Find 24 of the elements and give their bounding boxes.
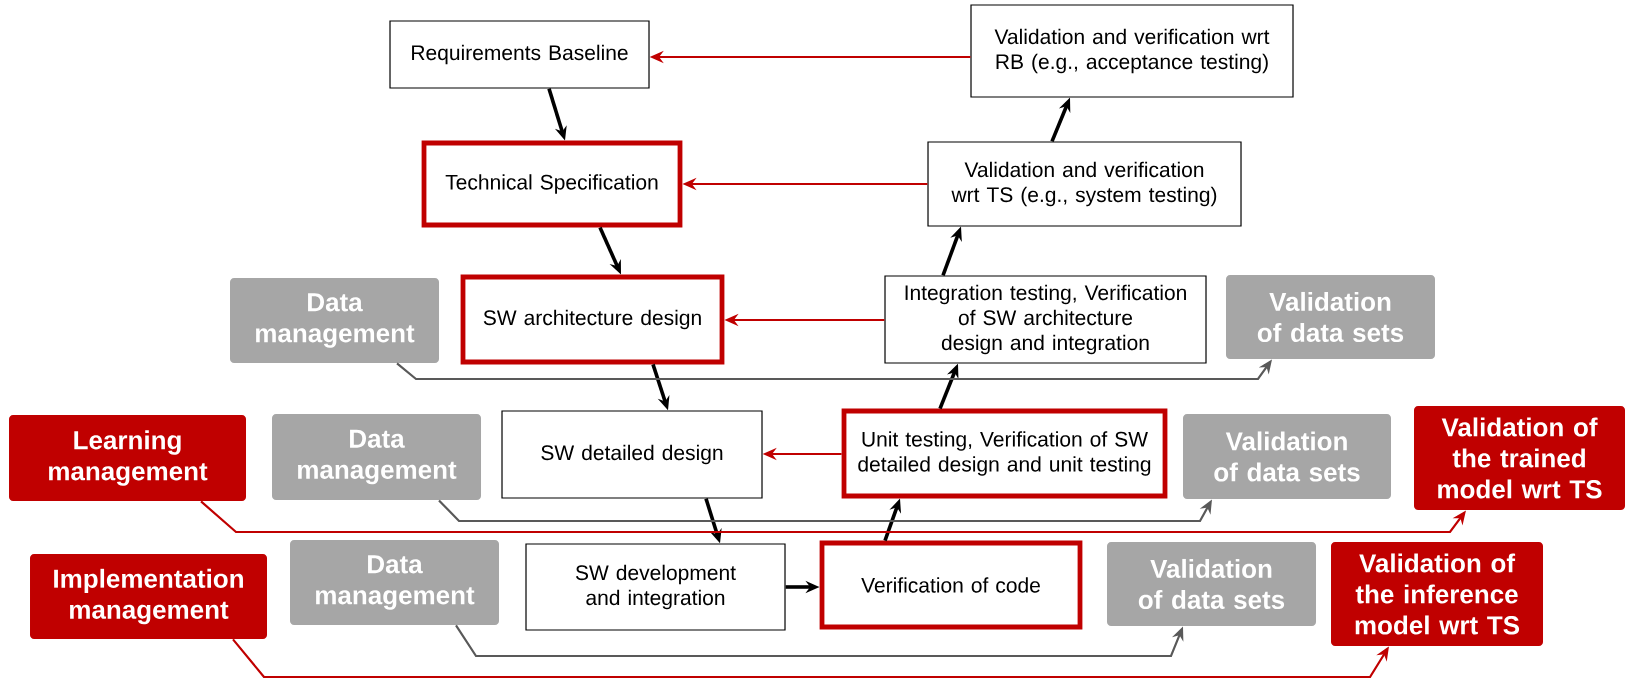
arrow [200, 500, 1466, 534]
arrow [438, 499, 1212, 523]
activity-box: Learning management [9, 415, 246, 501]
activity-box: Validation of the trained model wrt TS [1414, 406, 1625, 510]
process-box: SW development and integration [525, 543, 786, 631]
activity-box: Validation of the inference model wrt TS [1331, 542, 1543, 646]
process-box: SW detailed design [501, 410, 763, 499]
arrow [232, 638, 1389, 678]
process-box: Requirements Baseline [389, 20, 650, 89]
data-box: Validation of data sets [1107, 542, 1316, 626]
data-box: Data management [272, 414, 481, 500]
arrow [455, 624, 1184, 658]
data-box: Validation of data sets [1226, 275, 1435, 359]
process-box: Validation and verification wrt TS (e.g., system testing) [927, 141, 1242, 227]
activity-box: Implementation management [30, 554, 267, 639]
process-box: Integration testing, Verification of SW architecture design and integration [884, 275, 1207, 364]
process-box: Verification of code [819, 540, 1083, 630]
process-box: Unit testing, Verification of SW detailed design and unit testing [841, 408, 1168, 499]
process-box: SW architecture design [460, 274, 725, 365]
process-box: Validation and verification wrt RB (e.g., acceptance testing) [970, 4, 1294, 98]
data-box: Data management [290, 540, 499, 625]
data-box: Data management [230, 278, 439, 363]
data-box: Validation of data sets [1183, 414, 1391, 499]
process-box: Technical Specification [421, 140, 683, 228]
